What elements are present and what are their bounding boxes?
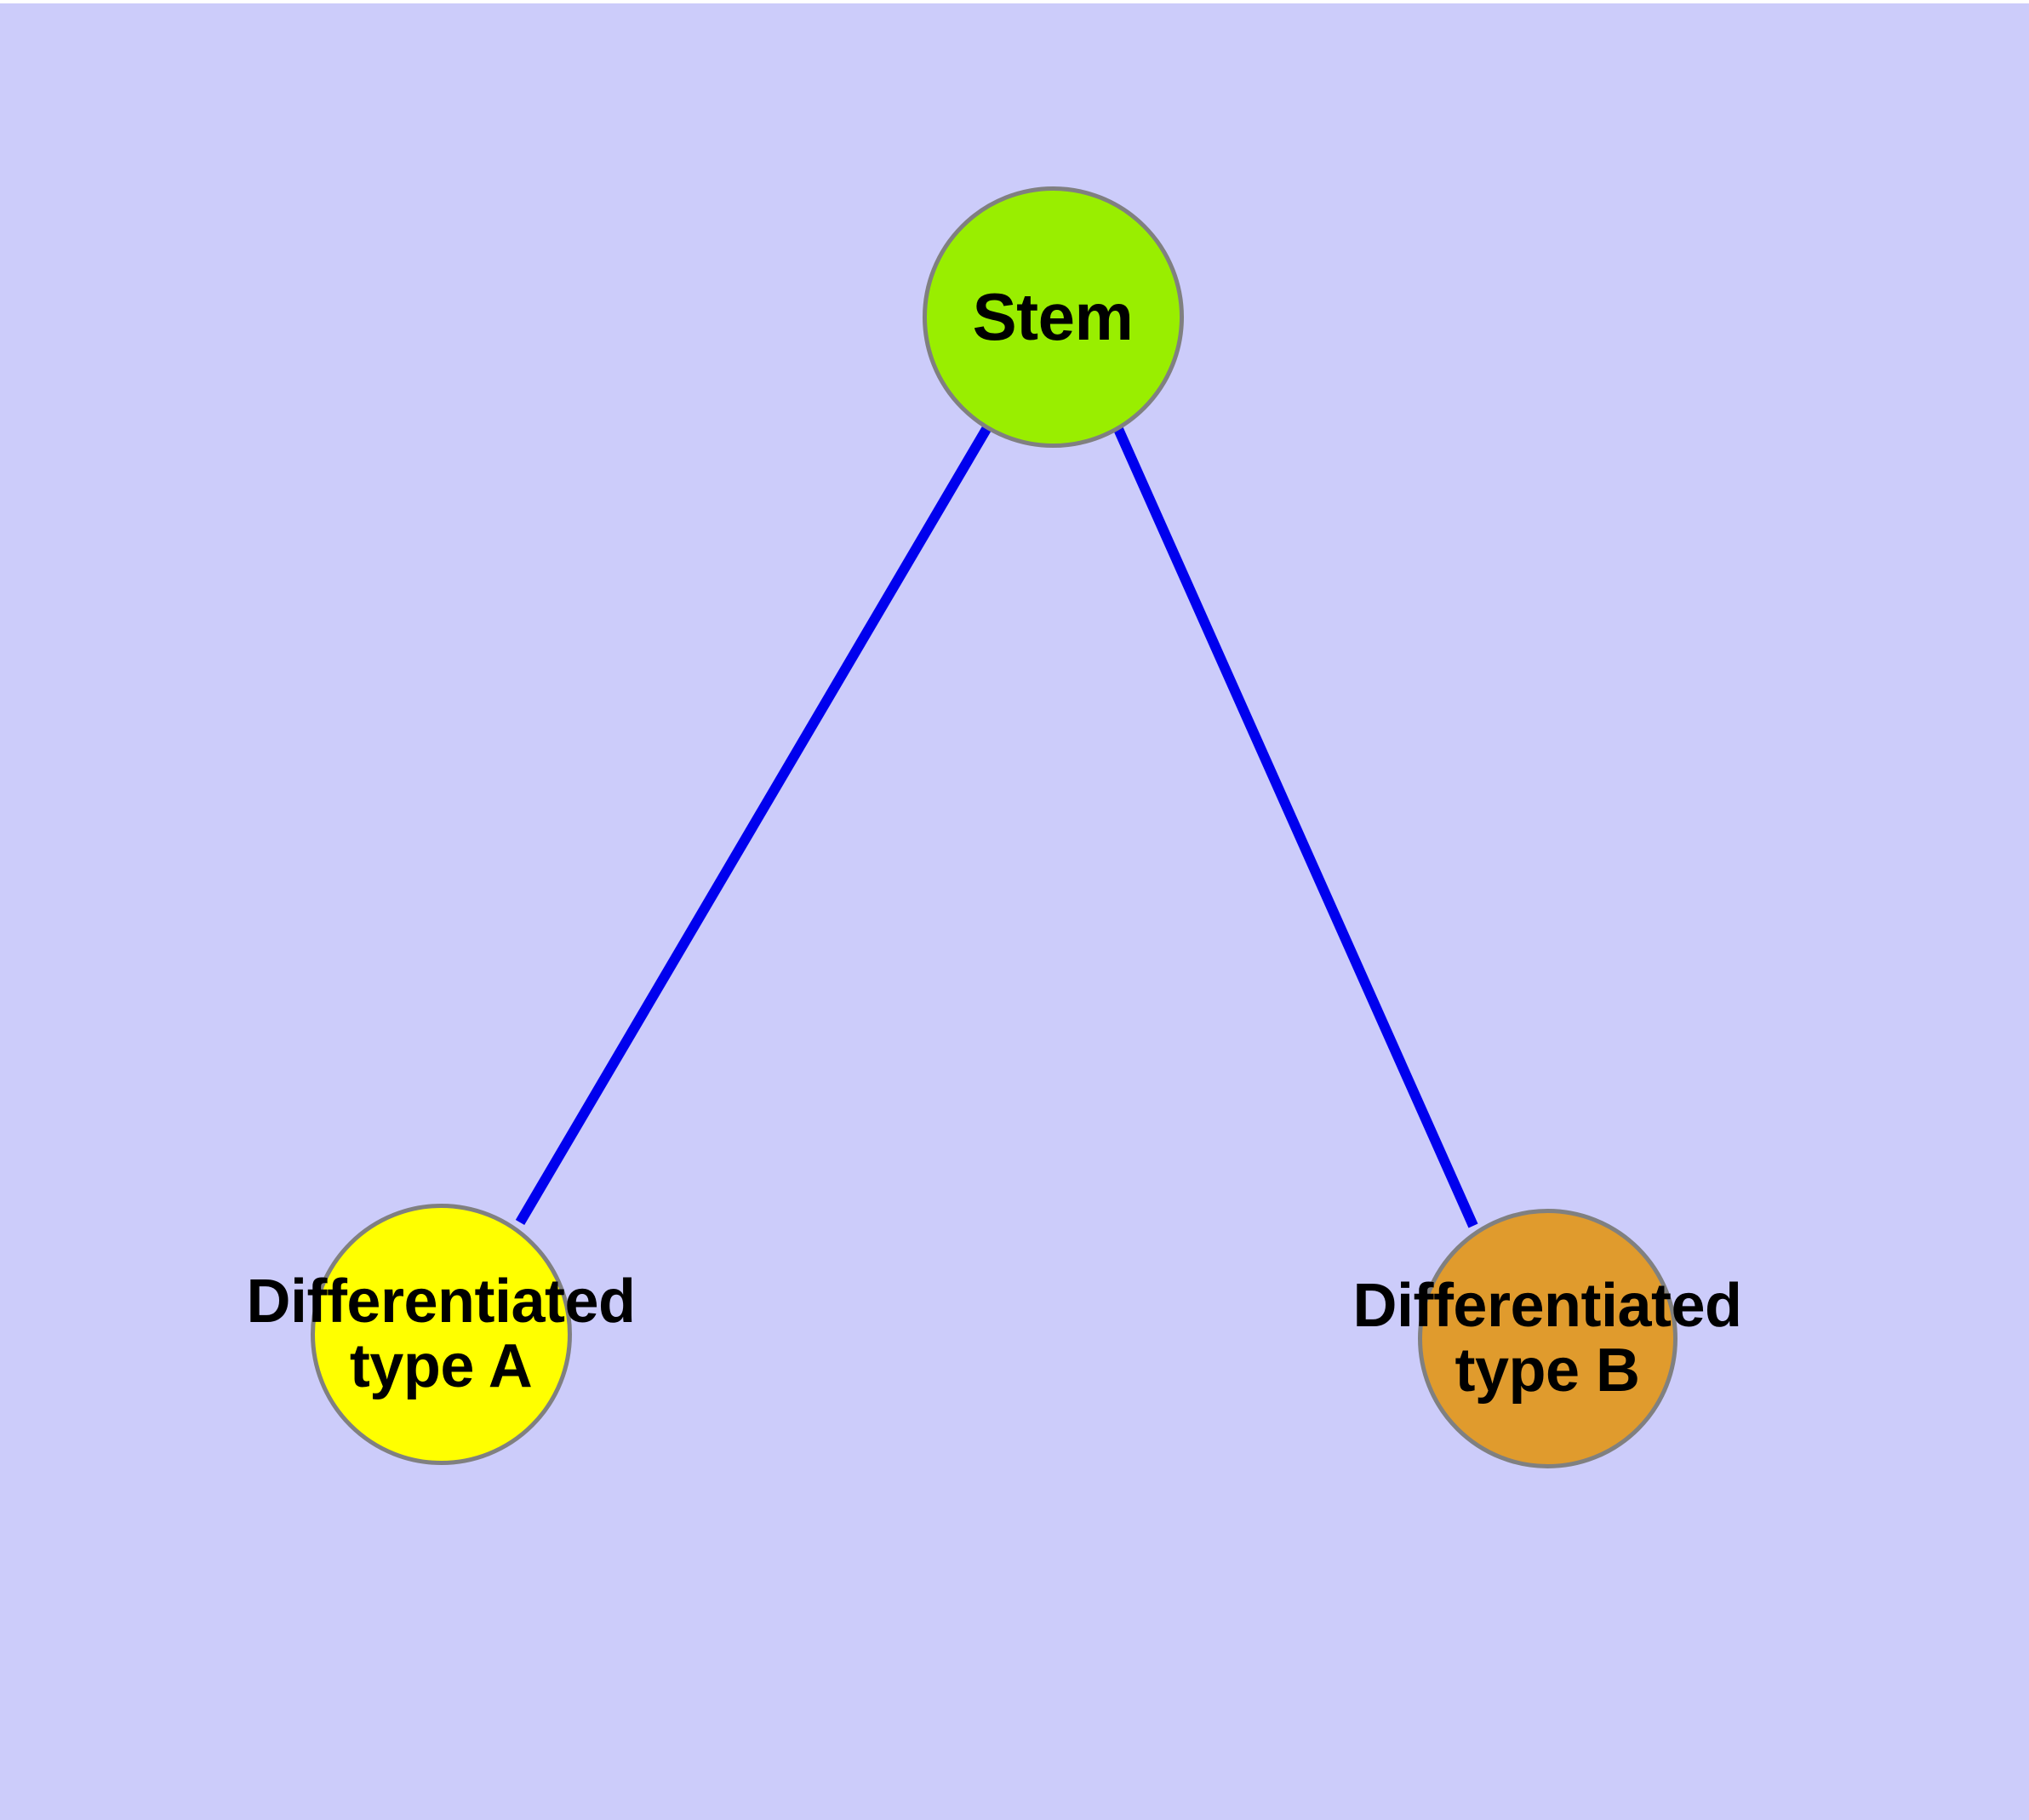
node-stem[interactable] [922,186,1184,448]
node-differentiated-type-b[interactable] [1417,1208,1677,1468]
node-differentiated-type-a[interactable] [310,1203,572,1465]
